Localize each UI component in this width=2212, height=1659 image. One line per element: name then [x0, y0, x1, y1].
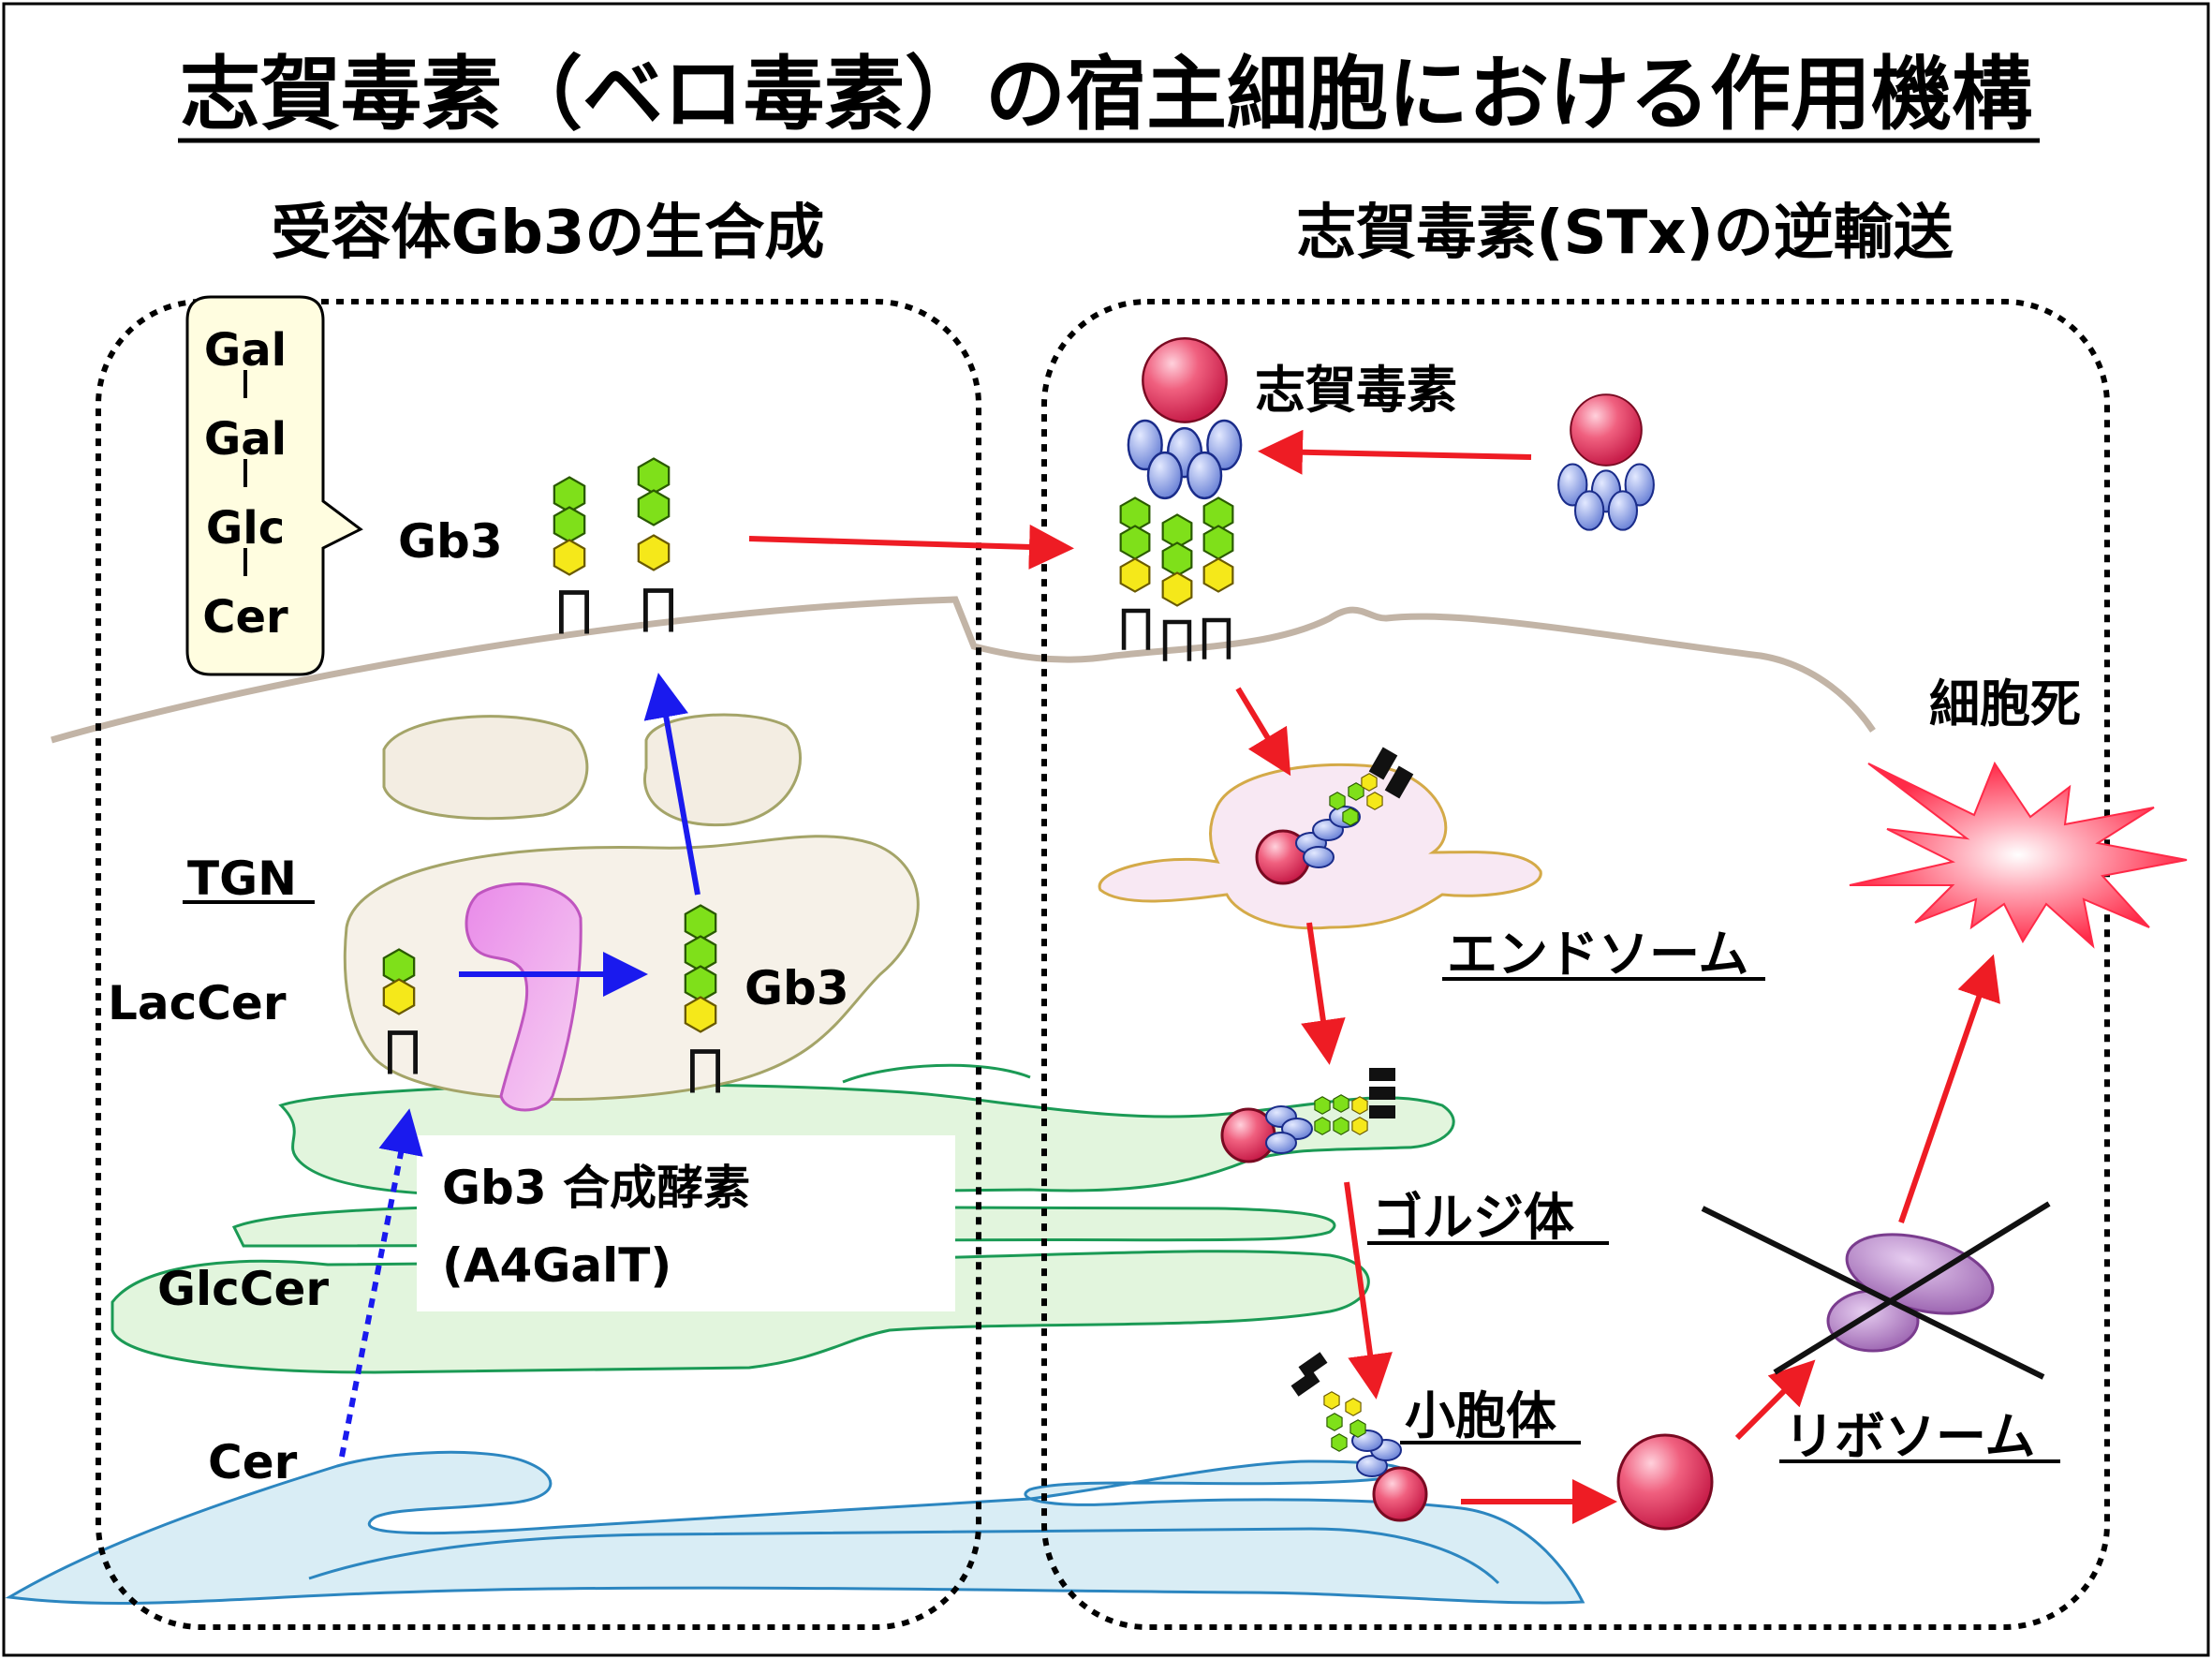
cer-label: Cer [208, 1435, 298, 1489]
gb3-receptor-cluster [1119, 496, 1234, 660]
vesicle-toxin-complex [1290, 1352, 1428, 1522]
toxin-label: 志賀毒素 [1255, 361, 1457, 420]
endosome-to-golgi-arrow [1301, 922, 1346, 1065]
toxin-bound [1127, 337, 1243, 500]
right-heading: 志賀毒素(STx)の逆輸送 [1296, 199, 1954, 268]
golgi-to-er-arrow [1344, 1181, 1393, 1400]
page-title: 志賀毒素（ベロ毒素）の宿主細胞における作用機構 [180, 48, 2032, 141]
golgi-label: ゴルジ体 [1372, 1188, 1574, 1247]
toxin-free [1557, 393, 1655, 531]
cer-to-laccer-arrow [339, 1108, 423, 1458]
endosome-label: エンドソーム [1447, 925, 1748, 984]
ribosome-label: リボソーム [1784, 1407, 2035, 1466]
tgn-label: TGN [187, 852, 297, 906]
callout-glc: Glc [206, 502, 285, 555]
toxin-binding-arrow [1258, 429, 1532, 475]
golgi-toxin-complex [1220, 1068, 1395, 1163]
membrane-to-endosome-arrow [1235, 687, 1291, 777]
enzyme-code-label: (A4GalT) [442, 1238, 671, 1293]
endoplasmic-reticulum [5, 1450, 1585, 1605]
glccer-label: GlcCer [157, 1262, 329, 1316]
gb3-golgi-label: Gb3 [745, 961, 849, 1015]
cell-death-burst-icon [1849, 761, 2188, 949]
toxin-a-subunit [1616, 1433, 1714, 1531]
ribosome-to-death-arrow [1898, 954, 2000, 1223]
enzyme-label: Gb3 合成酵素 [442, 1161, 750, 1215]
sugar-callout [185, 295, 363, 676]
callout-gal-2: Gal [204, 413, 287, 466]
gb3-surface-label: Gb3 [398, 514, 503, 569]
laccer-label: LacCer [108, 976, 287, 1030]
gb3-synthase-enzyme [465, 882, 582, 1112]
plasma-membrane [51, 596, 1876, 744]
left-heading: 受容体Gb3の生合成 [272, 199, 825, 268]
callout-gal-1: Gal [204, 324, 287, 377]
gb3-transport-arrow [748, 524, 1074, 570]
gb3-surface-molecule [553, 457, 671, 634]
cell-death-label: 細胞死 [1929, 674, 2081, 733]
vesicle-label: 小胞体 [1405, 1386, 1556, 1445]
golgi-to-surface-arrow [643, 673, 700, 896]
callout-cer: Cer [202, 591, 288, 644]
toxin-to-ribosome-arrow [1734, 1359, 1816, 1441]
ribosome [1701, 1201, 2051, 1380]
endosome-toxin-complex [1255, 747, 1414, 885]
